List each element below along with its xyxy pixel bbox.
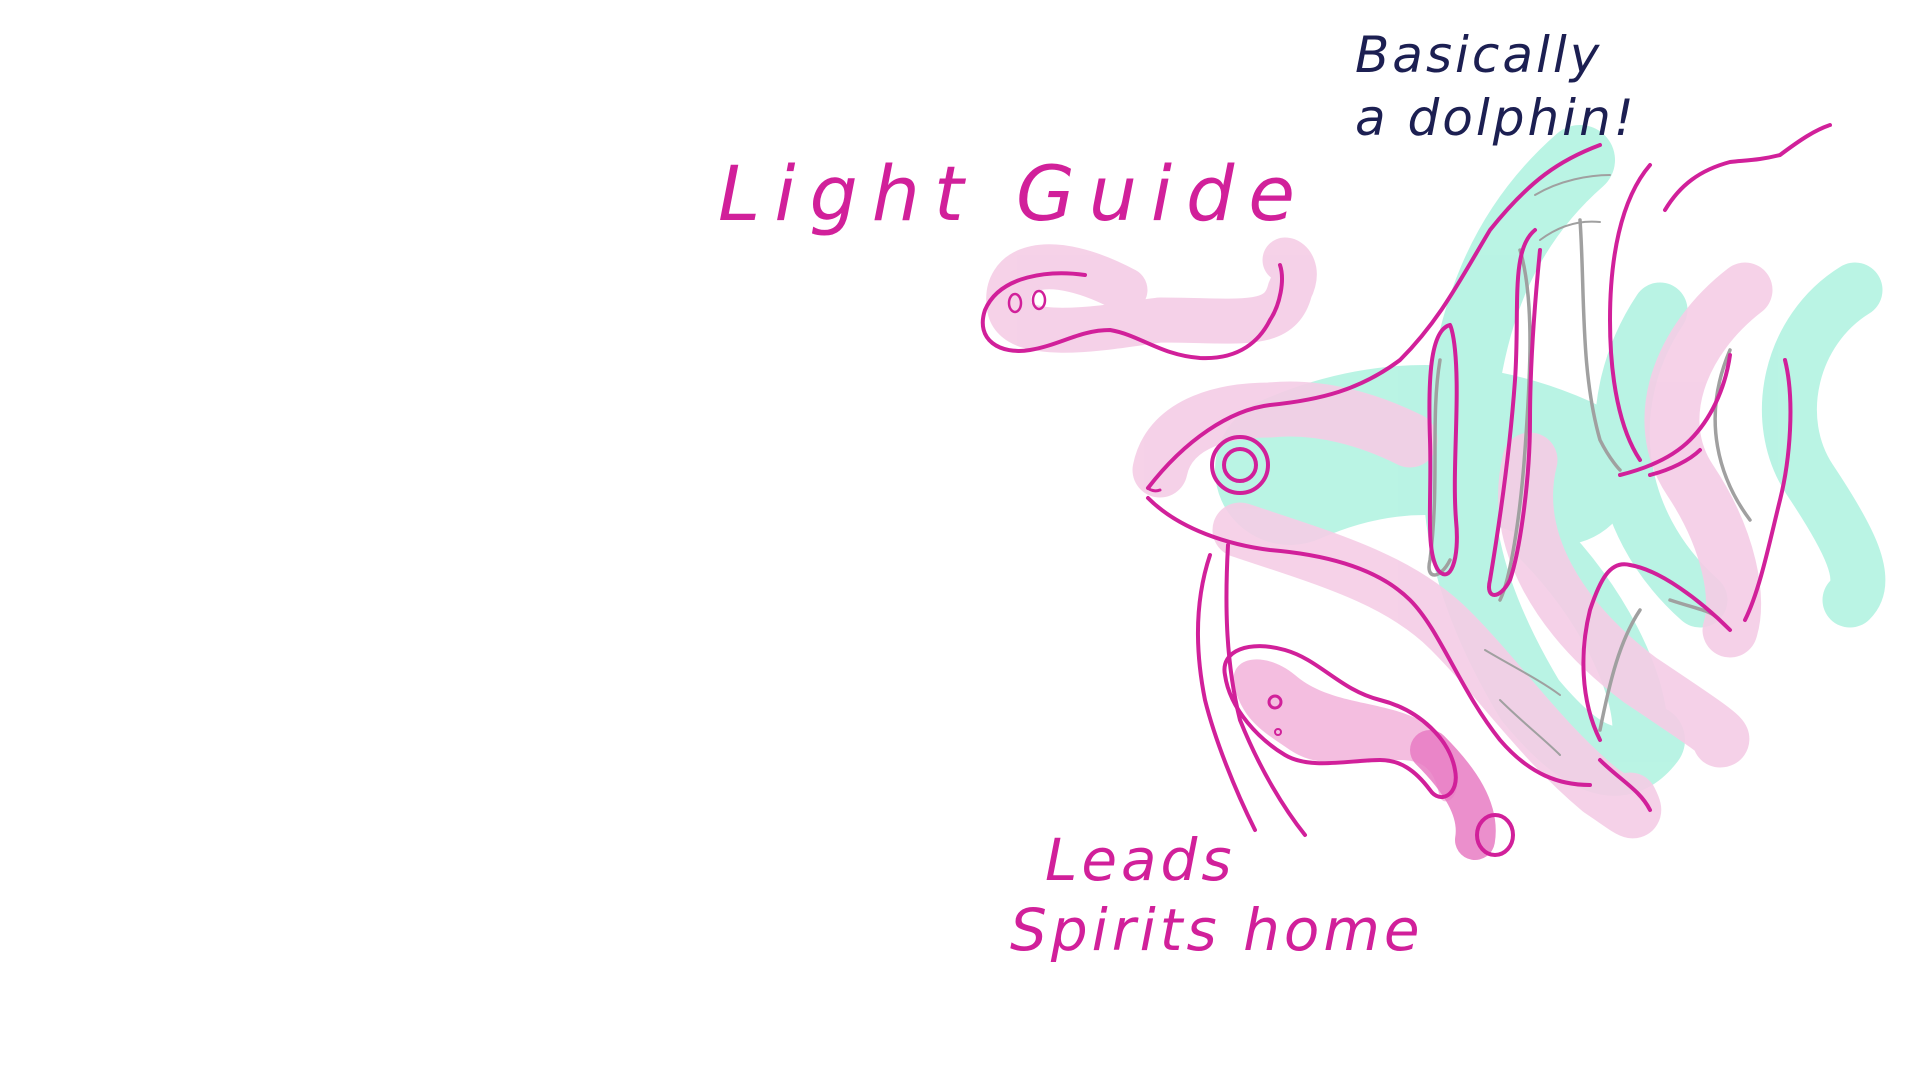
pink-fin-wash-1 <box>1644 262 1773 658</box>
grey-lower-arc <box>1598 608 1642 732</box>
tail-fin-right <box>1743 358 1793 622</box>
guide-eye-left-icon <box>1007 292 1023 314</box>
body-stripe-3 <box>1608 163 1652 462</box>
grey-line-layer <box>1427 174 1752 756</box>
main-body-back <box>1146 143 1602 490</box>
title-label: Light Guide <box>718 149 1309 238</box>
grey-rib-4 <box>1499 699 1561 756</box>
trail-line-right <box>1224 543 1307 837</box>
pink-belly-wash <box>1212 502 1661 839</box>
pink-guide-wash <box>986 237 1317 353</box>
pink-wash-layer <box>986 237 1773 839</box>
grey-fin-edge <box>1713 348 1752 522</box>
grey-stripe-1 <box>1427 358 1452 577</box>
main-eye-outer-icon <box>1210 435 1270 495</box>
magenta-ink-layer <box>980 123 1832 857</box>
mint-fin-wash-2 <box>1762 262 1886 628</box>
note-line-1: Basically <box>1355 26 1602 84</box>
grey-stripe-2 <box>1498 248 1532 602</box>
grey-rib-2 <box>1539 220 1601 241</box>
main-eye-inner-icon <box>1222 447 1258 483</box>
grey-stripe-3 <box>1578 218 1622 472</box>
grey-rib-1 <box>1534 174 1611 196</box>
small-creature-fill <box>1233 659 1496 860</box>
small-creature-outline <box>1222 644 1458 800</box>
guide-creature-outline <box>980 263 1284 361</box>
guide-eye-right-icon <box>1031 289 1047 311</box>
small-creature-body-fill <box>1233 659 1458 802</box>
caption-line-2: Spirits home <box>1010 896 1424 964</box>
tail-fin-lower <box>1581 562 1732 742</box>
caption-line-1: Leads <box>1045 826 1236 894</box>
dorsal-fin <box>1663 123 1832 212</box>
mint-wash-layer <box>1215 125 1886 796</box>
body-stripe-2 <box>1487 228 1542 597</box>
main-body-mouth <box>1146 486 1162 493</box>
pink-fin-wash-2 <box>1498 432 1750 768</box>
small-creature-nostril-icon <box>1274 728 1282 736</box>
trail-line-left <box>1196 553 1257 832</box>
small-creature-eye-icon <box>1267 694 1283 710</box>
pectoral-fin-upper <box>1618 353 1732 477</box>
tail-fin-tip <box>1598 758 1652 812</box>
mint-fin-wash-1 <box>1594 282 1728 628</box>
guide-creature-eyes <box>1007 289 1047 314</box>
pectoral-fin-lower <box>1648 448 1702 477</box>
main-body-belly <box>1146 496 1592 787</box>
body-stripe-1 <box>1427 323 1459 577</box>
small-creature-tail-tip-icon <box>1475 813 1515 857</box>
note-line-2: a dolphin! <box>1355 89 1637 147</box>
grey-rib-3 <box>1484 649 1561 696</box>
pink-body-wash <box>1132 381 1438 498</box>
